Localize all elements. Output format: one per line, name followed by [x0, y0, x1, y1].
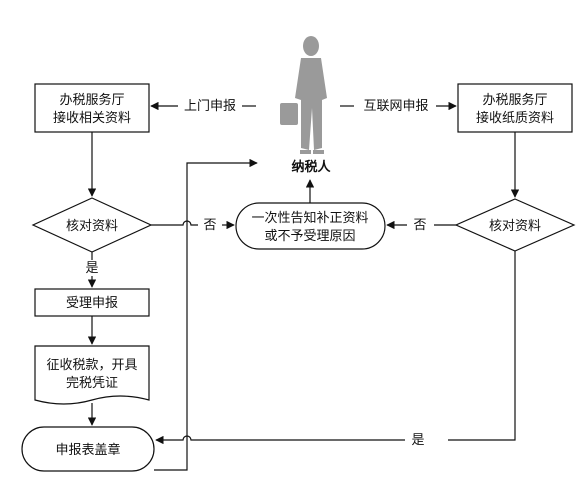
hall-left-line2: 接收相关资料: [53, 110, 131, 126]
yes-right-line-a: [448, 251, 516, 441]
hall-right-box: 办税服务厅 接收纸质资料: [457, 83, 573, 133]
collect-line2: 完税凭证: [66, 376, 118, 391]
accept-label: 受理申报: [66, 296, 118, 311]
no-right-label: 否: [413, 218, 426, 233]
collect-line1: 征收税款，开具: [46, 358, 137, 373]
online-label: 互联网申报: [363, 99, 428, 114]
check-left-diamond: 核对资料: [31, 197, 153, 253]
stamp-box: 申报表盖章: [21, 426, 155, 472]
hall-left-line1: 办税服务厅: [59, 92, 124, 108]
yes-left-label: 是: [85, 261, 98, 276]
check-right-diamond: 核对资料: [454, 198, 576, 252]
notify-line1: 一次性告知补正资料: [251, 210, 368, 226]
check-right-label: 核对资料: [489, 219, 541, 234]
yes-right-label: 是: [411, 433, 424, 448]
stamp-label: 申报表盖章: [55, 442, 120, 458]
taxpayer-figure-icon: [280, 36, 327, 154]
notify-box: 一次性告知补正资料 或不予受理原因: [235, 202, 386, 250]
accept-box: 受理申报: [34, 288, 150, 317]
notify-line2: 或不予受理原因: [264, 229, 355, 244]
no-left-line: [151, 220, 198, 226]
taxpayer-label: 纳税人: [291, 159, 331, 175]
no-left-label: 否: [203, 218, 216, 233]
hall-right-line2: 接收纸质资料: [476, 110, 554, 126]
hall-left-box: 办税服务厅 接收相关资料: [34, 83, 150, 133]
collect-box: 征收税款，开具 完税凭证: [34, 345, 150, 405]
onsite-label: 上门申报: [184, 99, 236, 114]
yes-right-arrow: [155, 435, 405, 445]
check-left-label: 核对资料: [66, 219, 118, 234]
hall-right-line1: 办税服务厅: [482, 92, 547, 108]
stamp-to-taxpayer-line: [154, 158, 258, 471]
